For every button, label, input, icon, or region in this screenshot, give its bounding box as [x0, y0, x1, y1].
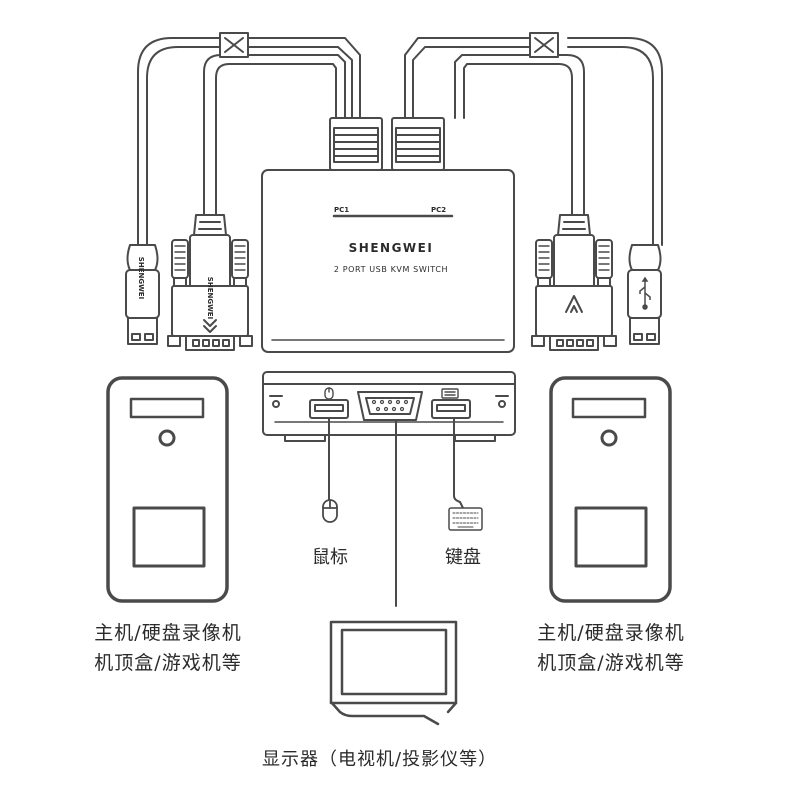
- front-keyboard-icon: [441, 388, 459, 399]
- port2-label: PC2: [431, 206, 446, 214]
- mouse-icon: [322, 499, 338, 523]
- right-computer-caption-line2: 机顶盒/游戏机等: [537, 652, 685, 674]
- kvm-brand: SHENGWEI: [349, 241, 434, 255]
- left-vga-connector: [167, 214, 253, 351]
- left-computer-caption-line1: 主机/硬盘录像机: [94, 622, 242, 644]
- right-kvm-cable: [404, 32, 663, 246]
- right-computer-tower-icon: [549, 376, 672, 603]
- usb-icon: [639, 276, 651, 310]
- port1-label: PC1: [334, 206, 349, 214]
- right-vga-connector: [531, 214, 617, 351]
- mouse-label: 鼠标: [312, 547, 348, 568]
- front-mouse-icon: [324, 387, 334, 400]
- monitor-icon: [329, 620, 458, 726]
- monitor-caption: 显示器（电视机/投影仪等）: [262, 749, 498, 770]
- kvm-model: 2 PORT USB KVM SWITCH: [334, 265, 448, 274]
- left-usb-connector: [125, 244, 160, 345]
- kvm-switch-top: [261, 117, 515, 353]
- left-vga-brand: SHENGWEI: [206, 277, 214, 319]
- keyboard-icon: [448, 507, 483, 531]
- keyboard-label: 键盘: [445, 547, 481, 568]
- kvm-switch-front: [262, 371, 516, 442]
- left-computer-tower-icon: [106, 376, 229, 603]
- left-computer-caption-line2: 机顶盒/游戏机等: [94, 652, 242, 674]
- left-kvm-cable: [137, 32, 361, 246]
- right-computer-caption-line1: 主机/硬盘录像机: [537, 622, 685, 644]
- left-computer-caption: 主机/硬盘录像机 机顶盒/游戏机等: [88, 618, 248, 678]
- left-usb-brand: SHENGWEI: [137, 257, 145, 299]
- right-computer-caption: 主机/硬盘录像机 机顶盒/游戏机等: [531, 618, 691, 678]
- keyboard-cable: [453, 417, 464, 509]
